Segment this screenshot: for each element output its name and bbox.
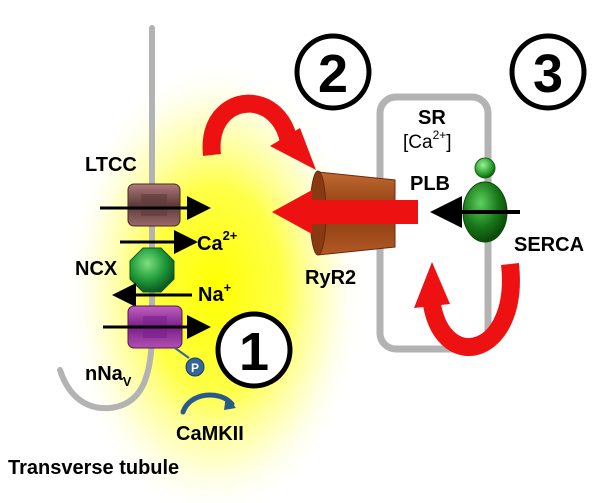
sr-calcium-label: [Ca2+] — [403, 128, 452, 153]
step-3-badge: 3 — [509, 33, 587, 111]
ltcc-channel-icon — [127, 183, 181, 227]
phosphate-icon — [185, 357, 205, 377]
cicr-curved-arrow — [202, 94, 299, 156]
ncx-exchanger-icon — [129, 247, 175, 293]
serca-label: SERCA — [514, 234, 584, 256]
svg-text:3: 3 — [533, 44, 563, 104]
phospho-link — [174, 347, 190, 359]
plb-label: PLB — [410, 173, 450, 195]
cicr-arrowhead — [270, 128, 316, 170]
calcium-label: Ca2+ — [197, 228, 238, 255]
step-1-badge: 1 — [215, 311, 293, 389]
sr-label: SR — [418, 107, 446, 129]
phosphate-label: P — [191, 361, 199, 375]
ryr2-release-arrow — [272, 190, 418, 234]
serca-arrowhead — [414, 262, 450, 308]
camkii-arrowhead — [224, 396, 236, 410]
nnav-label: nNaV — [85, 363, 132, 389]
camkii-label: CaMKII — [176, 423, 244, 445]
ltcc-label: LTCC — [85, 154, 137, 176]
transverse-tubule-label: Transverse tubule — [8, 457, 179, 479]
ncx-label: NCX — [75, 258, 118, 280]
serca-curved-arrow — [423, 263, 520, 356]
sodium-label: Na+ — [198, 280, 232, 306]
plb-icon — [474, 157, 496, 179]
svg-text:1: 1 — [239, 322, 269, 382]
svg-text:2: 2 — [318, 44, 348, 104]
transverse-tubule-membrane — [57, 25, 155, 412]
step-2-badge: 2 — [294, 33, 372, 111]
ryr2-label: RyR2 — [305, 267, 356, 289]
